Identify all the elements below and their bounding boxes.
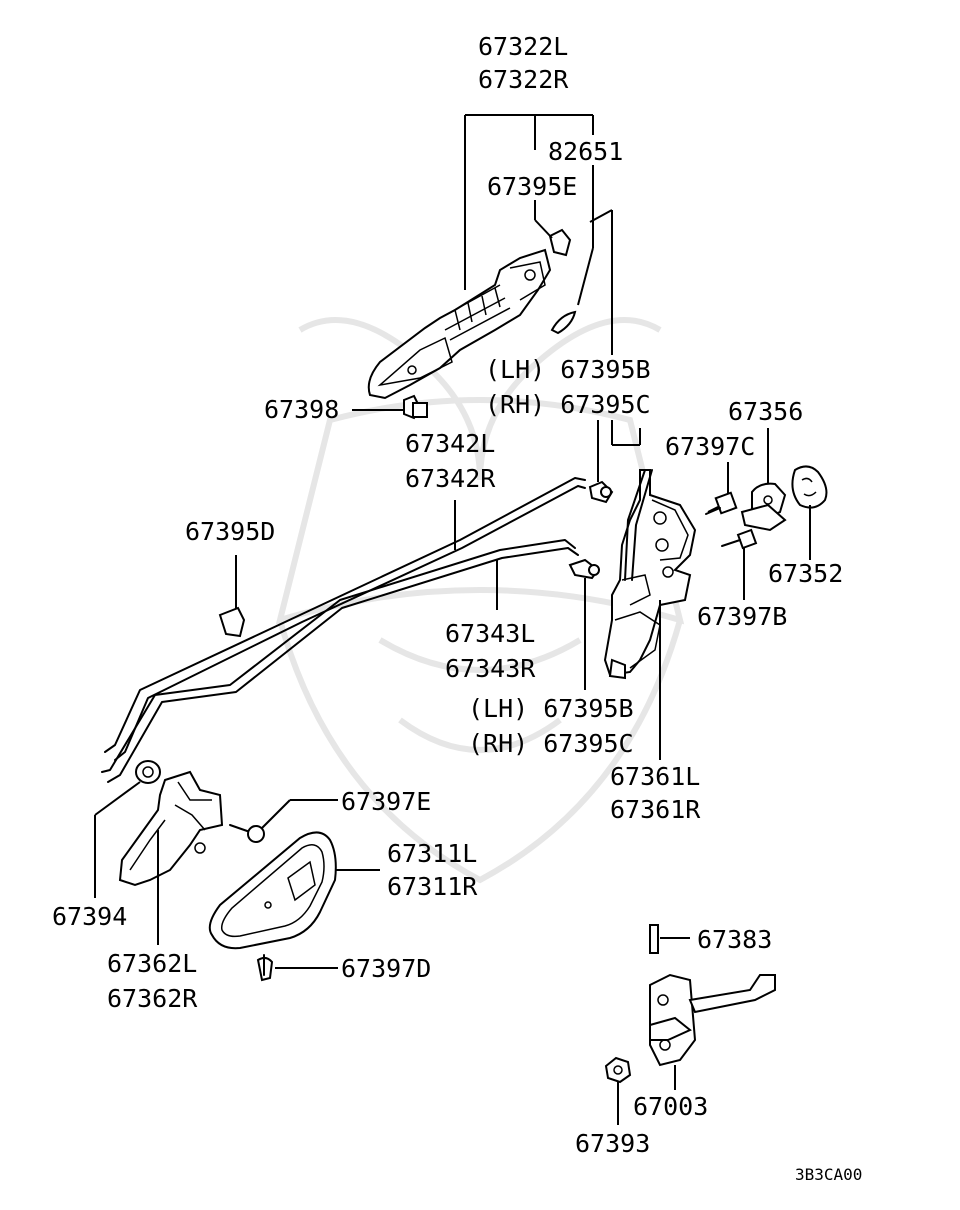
label-67342l: 67342L: [405, 429, 495, 458]
label-67397c: 67397C: [665, 432, 755, 461]
diagram-code: 3B3CA00: [795, 1165, 862, 1184]
label-67397b: 67397B: [697, 602, 787, 631]
screw-67397d: [256, 954, 338, 982]
screw-67397e: [229, 799, 338, 843]
label-67362l: 67362L: [107, 949, 197, 978]
screw-67398: [352, 394, 428, 420]
label-67343l: 67343L: [445, 619, 535, 648]
label-67003: 67003: [633, 1092, 708, 1121]
label-rh-67395c-top: (RH) 67395C: [485, 390, 651, 419]
label-67311r: 67311R: [387, 872, 478, 901]
rod-67342: [104, 477, 586, 761]
label-lh-67395b-top: (LH) 67395B: [485, 355, 651, 384]
label-rh-67395c-mid: (RH) 67395C: [468, 729, 634, 758]
shim-67352: [791, 465, 828, 560]
label-67393: 67393: [575, 1129, 650, 1158]
watermark-emblem: [275, 317, 685, 884]
label-67322r: 67322R: [478, 65, 569, 94]
label-67322l: 67322L: [478, 32, 568, 61]
clip-67395bc-lower: [568, 558, 600, 690]
label-67397e: 67397E: [341, 787, 431, 816]
bolt-67397c: [705, 462, 738, 515]
door-latch: [603, 469, 697, 760]
grommet-67394: [94, 760, 161, 898]
clip-67395e: [548, 228, 572, 257]
clip-67395bc-upper: [588, 420, 641, 504]
nut-67393: [604, 1056, 632, 1125]
inside-handle-67362: [118, 770, 224, 945]
label-67397d: 67397D: [341, 954, 431, 983]
label-67394: 67394: [52, 902, 127, 931]
bolt-67397b: [721, 528, 758, 600]
leader-67322: [464, 114, 613, 355]
label-67361l: 67361L: [610, 762, 700, 791]
rod-67343: [101, 539, 579, 783]
gasket-82651: [550, 310, 577, 335]
label-67356: 67356: [728, 397, 803, 426]
label-67383: 67383: [697, 925, 772, 954]
clip-67395d: [218, 555, 246, 638]
pin-67383: [649, 924, 690, 954]
label-67362r: 67362R: [107, 984, 198, 1013]
label-67361r: 67361R: [610, 795, 701, 824]
striker-67356: [740, 428, 787, 532]
outside-handle: [367, 248, 552, 400]
handle-bezel-67311: [208, 831, 380, 950]
label-67311l: 67311L: [387, 839, 477, 868]
label-67398: 67398: [264, 395, 339, 424]
label-67395e: 67395E: [487, 172, 577, 201]
label-67343r: 67343R: [445, 654, 536, 683]
door-check-67003: [649, 973, 776, 1090]
label-67395d: 67395D: [185, 517, 275, 546]
label-67352: 67352: [768, 559, 843, 588]
label-82651: 82651: [548, 137, 623, 166]
label-lh-67395b-mid: (LH) 67395B: [468, 694, 634, 723]
label-67342r: 67342R: [405, 464, 496, 493]
